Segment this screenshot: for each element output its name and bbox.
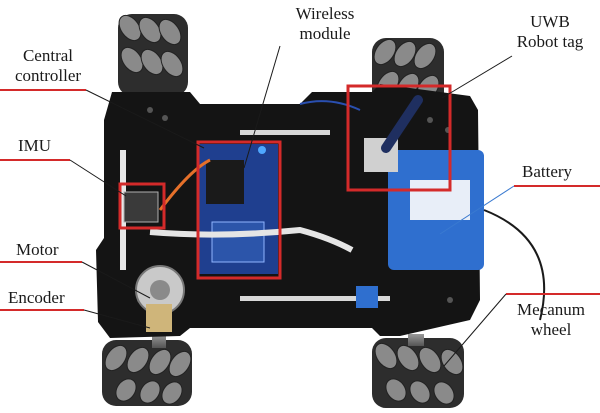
label-uwb-robot-tag: UWB Robot tag xyxy=(500,12,600,52)
label-mecanum-line2: wheel xyxy=(530,320,572,339)
label-imu: IMU xyxy=(18,136,52,155)
label-wireless-module: Wireless module xyxy=(270,4,380,44)
label-central-line2: controller xyxy=(14,66,82,85)
label-encoder: Encoder xyxy=(8,288,65,307)
chassis-slot-bottom xyxy=(240,296,390,301)
label-mecanum-wheel: Mecanum wheel xyxy=(504,300,598,340)
chassis-slot-left xyxy=(120,150,126,270)
chassis-slot-top xyxy=(240,130,330,135)
mecanum-wheel-rear-left xyxy=(102,340,192,406)
driver-board xyxy=(211,221,265,263)
leader-battery xyxy=(439,185,515,235)
leader-encoder xyxy=(83,309,151,329)
axle-rear-left xyxy=(152,334,166,348)
wire-black xyxy=(483,209,546,321)
leader-central xyxy=(85,89,205,149)
motor-hub xyxy=(150,280,170,300)
leader-mecanum xyxy=(443,293,507,367)
label-battery: Battery xyxy=(522,162,573,181)
uwb-callout-box xyxy=(346,84,452,192)
motor-gearbox xyxy=(146,304,172,332)
axle-rear-right xyxy=(408,334,424,346)
status-led xyxy=(258,146,266,154)
imu-callout-box xyxy=(118,182,166,230)
controller-callout-box xyxy=(196,140,282,280)
mecanum-wheel-front-left xyxy=(118,14,188,96)
wireless-module-chip xyxy=(206,160,244,204)
leader-uwb xyxy=(441,55,513,99)
label-central-line1: Central xyxy=(22,46,74,65)
leader-motor xyxy=(81,261,151,299)
small-sensor-board xyxy=(356,286,378,308)
mecanum-wheel-rear-right xyxy=(372,338,464,408)
leader-wireless xyxy=(243,45,281,169)
label-central-controller: Central controller xyxy=(0,46,96,86)
label-wireless-line2: module xyxy=(299,24,351,43)
leader-imu xyxy=(69,159,127,197)
imu-board xyxy=(123,191,159,223)
label-mecanum-line1: Mecanum xyxy=(517,300,585,319)
ribbon-cable xyxy=(149,226,354,253)
label-uwb-line1: UWB xyxy=(530,12,570,31)
label-wireless-line1: Wireless xyxy=(295,4,355,23)
wire-blue xyxy=(299,100,361,111)
label-uwb-line2: Robot tag xyxy=(516,32,584,51)
uwb-antenna xyxy=(381,95,423,153)
battery-label xyxy=(410,180,470,220)
label-motor: Motor xyxy=(16,240,59,259)
